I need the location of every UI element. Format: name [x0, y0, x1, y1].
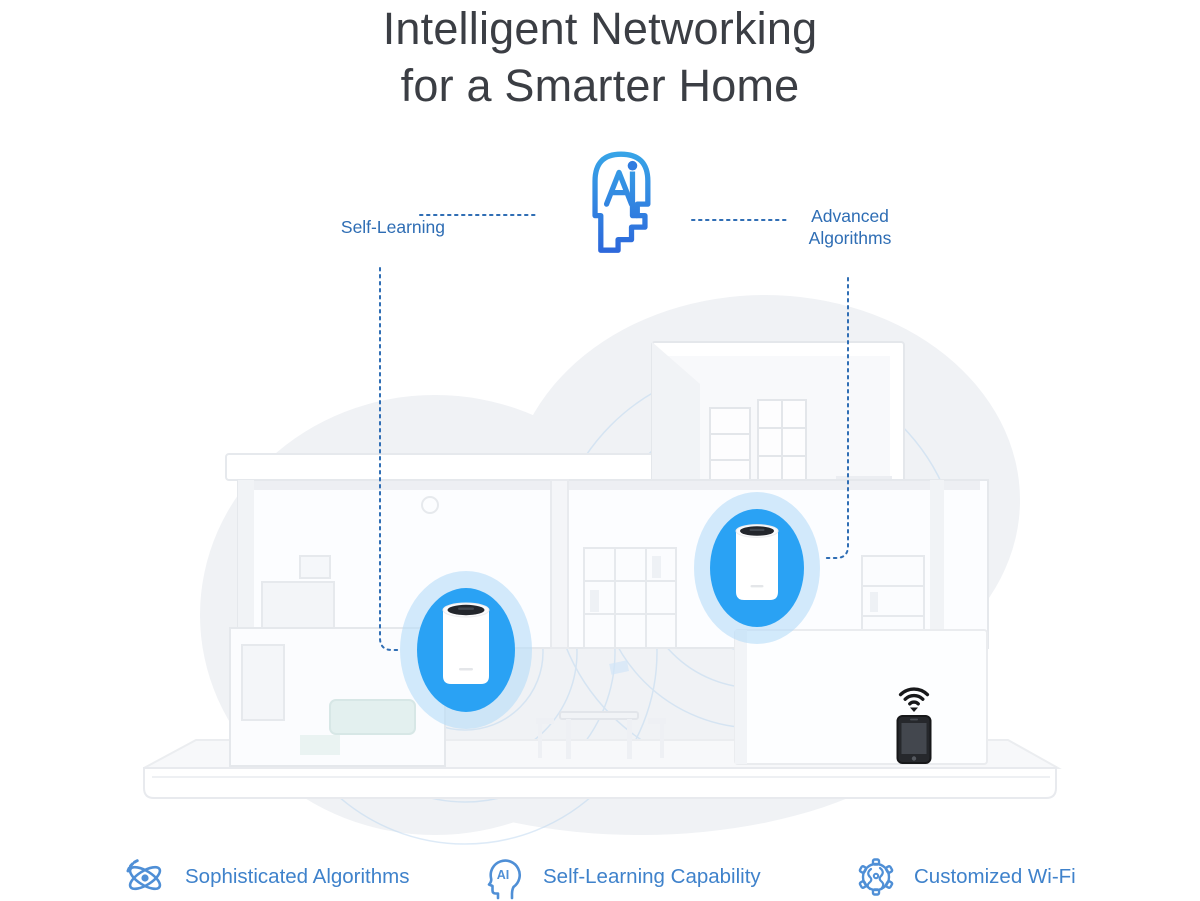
mesh-router-left [400, 571, 532, 729]
wifi-arrow [910, 707, 918, 712]
atom-algorithms-icon [120, 854, 170, 900]
dashed-connectors [379, 214, 849, 651]
wifi-signal-icon [898, 687, 930, 706]
dining-area [536, 711, 666, 759]
ai-head-icon [572, 146, 668, 268]
house-structure [225, 341, 989, 767]
page-title-line1: Intelligent Networking [382, 3, 818, 54]
advanced-algorithms-label: Advanced Algorithms [808, 206, 892, 248]
self-learning-label: Self-Learning [340, 217, 445, 237]
dashed-line-left-vertical [379, 267, 400, 651]
feature-customized-wifi: Customized Wi-Fi [853, 853, 1076, 901]
brain-gear-icon [853, 854, 899, 900]
lower-right-room [734, 629, 988, 765]
phone-body [896, 715, 932, 764]
page-title-line2: for a Smarter Home [400, 60, 800, 111]
dashed-line-right-vertical [823, 277, 849, 559]
feature-sophisticated-algorithms: Sophisticated Algorithms [120, 853, 409, 901]
ai-head-small-icon: AI [482, 854, 528, 900]
feature-label: Customized Wi-Fi [914, 865, 1076, 888]
feature-self-learning-capability: AI Self-Learning Capability [482, 853, 761, 901]
smartphone-with-wifi [896, 687, 932, 764]
ai-icon-text: AI [497, 868, 510, 882]
feature-label: Self-Learning Capability [543, 865, 761, 888]
main-floor [237, 479, 989, 649]
mesh-router-right [694, 492, 820, 644]
feature-label: Sophisticated Algorithms [185, 865, 410, 888]
page-title: Intelligent Networking for a Smarter Hom… [0, 0, 1200, 114]
